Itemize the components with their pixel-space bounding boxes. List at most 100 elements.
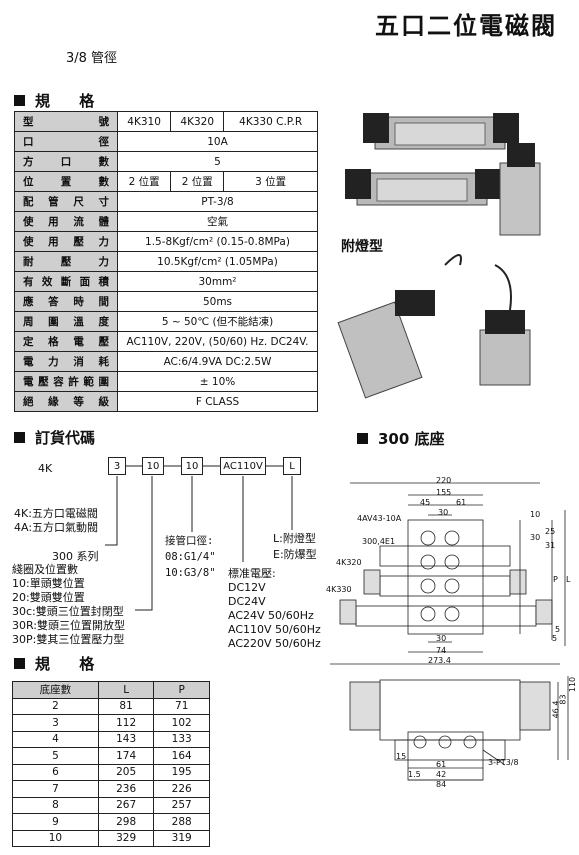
dim-label: 61 [456,498,467,507]
option-line: L:附燈型 [273,532,316,545]
column-header: L [97,681,155,699]
dim-label: 25 [545,527,556,536]
product-photos [337,113,541,399]
dim-label: 1.5 [408,770,421,779]
code-box-option: L [283,457,301,475]
dim-label: 4K330 [326,585,352,594]
voltage-list: 標准電壓: DC12V DC24V AC24V 50/60Hz AC110V 5… [228,567,321,651]
option-line: E:防爆型 [273,548,317,561]
dim-label: 5 [552,634,558,643]
spec-label: 口徑 [14,131,118,152]
valve-photo-1 [363,113,519,150]
type-list: 4K:五方口電磁閥 4A:五方口氣動閥 [14,507,98,535]
bullet-square-icon [14,432,25,443]
port-list: 接管口徑: 08:G1/4" 10:G3/8" [165,533,216,581]
table-row: 使用流體 空氣 [14,211,318,232]
option-list: L:附燈型 E:防爆型 [273,531,317,563]
dim-label: 30 [438,508,449,517]
dim-label: 300,4E1 [362,537,396,546]
spec-label: 型號 [14,111,118,132]
dim-label: 31 [545,541,556,550]
coil-line: 10:單頭雙位置 [12,577,85,590]
coil-list: 綫圈及位置數 10:單頭雙位置 20:雙頭雙位置 30c:雙頭三位置封閉型 30… [12,563,125,647]
dim-label: 4K320 [336,558,362,567]
table-row: 使用壓力 1.5-8Kgf/cm² (0.15-0.8MPa) [14,231,318,252]
page-subtitle: 3/8 管徑 [66,51,118,66]
port-line: 10:G3/8" [165,567,216,579]
spec-label: 使用流體 [14,211,118,232]
table-row: 定格電壓 AC110V, 220V, (50/60) Hz. DC24V. [14,331,318,352]
dim-label: 3-PT3/8 [488,758,519,767]
dim-label: 42 [436,770,447,779]
base-heading: 300 底座 [357,428,445,449]
dim-label: 30 [530,533,541,542]
spec-label: 電壓容許範圍 [14,371,118,392]
bullet-square-icon [14,95,25,106]
spec-value: F CLASS [117,391,318,412]
dim-label: 155 [436,488,452,497]
dim-label: 74 [436,646,447,655]
spec-value: 2 位置 [116,171,172,192]
dim-label: 61 [436,760,447,769]
coil-line: 30P:雙其三位置壓力型 [12,633,125,646]
code-box-coil: 10 [142,457,164,475]
valve-photo-2 [345,169,501,206]
voltage-line: AC220V 50/60Hz [228,637,321,650]
coil-line: 30R:雙頭三位置開放型 [12,619,126,632]
dim-label: 4AV43-10A [357,514,402,523]
model-cell: 4K320 [170,111,225,132]
code-box-port: 10 [181,457,203,475]
table-row: 口徑 10A [14,131,318,152]
spec-label: 有效斷面積 [14,271,118,292]
coil-line: 20:雙頭雙位置 [12,591,85,604]
dim-label: 15 [396,752,407,761]
spec-value: 50ms [117,291,318,312]
coil-title: 綫圈及位置數 [12,563,78,576]
spec-value: 1.5-8Kgf/cm² (0.15-0.8MPa) [117,231,318,252]
bullet-square-icon [357,433,368,444]
spec-label: 定格電壓 [14,331,118,352]
dim-label: 30 [436,634,447,643]
voltage-line: DC24V [228,595,266,608]
valve-photo-lamp-2 [479,264,531,386]
table-row: 方口數 5 [14,151,318,172]
dim-label: 10 [530,510,541,519]
type-line: 4K:五方口電磁閥 [14,507,98,520]
valve-photo-lamp-1 [337,254,462,399]
dim-label: 83 [558,694,568,705]
dim-label: 45 [420,498,431,507]
order-heading: 訂貨代碼 [14,427,95,448]
dim-label: L [566,575,571,584]
dim-label: 5 [555,625,561,634]
spec-label: 方口數 [14,151,118,172]
dim-label: 110 [568,676,578,693]
dim-label: P [553,575,558,584]
base-drawing [330,482,569,781]
port-line: 08:G1/4" [165,551,216,563]
bullet-square-icon [14,658,25,669]
dim-label: 273.4 [428,656,451,665]
dim-label: 220 [436,476,452,485]
dim-label: 84 [436,780,447,789]
spec-label: 使用壓力 [14,231,118,252]
spec-label: 應答時間 [14,291,118,312]
table-row: 底座數 L P [12,681,210,699]
table-row: 周圍溫度 5 ~ 50℃ (但不能結凍) [14,311,318,332]
spec-label: 配管尺寸 [14,191,118,212]
photo-caption: 附燈型 [341,239,383,255]
valve-photo-3 [499,143,541,236]
code-box-voltage: AC110V [220,457,266,475]
type-line: 4A:五方口氣動閥 [14,521,99,534]
voltage-line: AC110V 50/60Hz [228,623,321,636]
spec-label: 位置數 [14,171,118,192]
